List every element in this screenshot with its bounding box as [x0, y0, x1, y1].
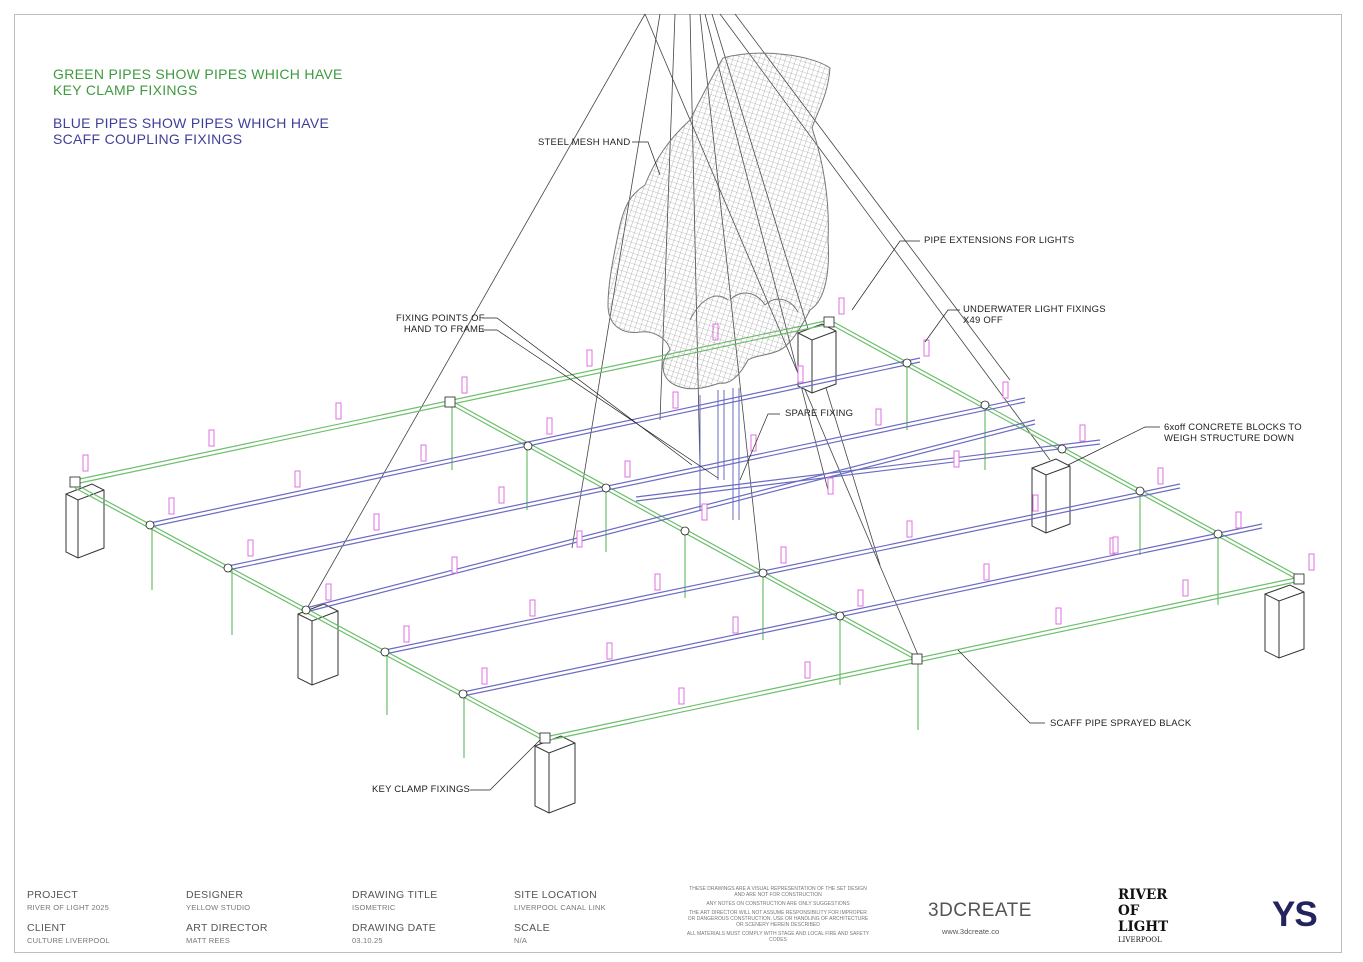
blue-note-line-2: SCAFF COUPLING FIXINGS: [53, 131, 243, 147]
tb-designer-label: DESIGNER: [186, 889, 244, 901]
tb-drawing-date-label: DRAWING DATE: [352, 922, 437, 934]
callout-fixing-points: FIXING POINTS OF HAND TO FRAME: [396, 313, 485, 335]
tb-art-director-label: ART DIRECTOR: [186, 922, 268, 934]
concrete-block-5: [1031, 458, 1071, 534]
callout-fixing-points-line-1: FIXING POINTS OF: [396, 313, 485, 324]
3dcreate-url: www.3dcreate.co: [942, 927, 1000, 936]
drawing-sheet-border: [14, 14, 1342, 953]
tb-client-value: CULTURE LIVERPOOL: [27, 936, 110, 945]
tb-client: CLIENT CULTURE LIVERPOOL: [27, 922, 110, 945]
disclaimer: THESE DRAWINGS ARE A VISUAL REPRESENTATI…: [686, 886, 870, 946]
callout-concrete-blocks: 6xoff CONCRETE BLOCKS TO WEIGH STRUCTURE…: [1164, 422, 1302, 444]
callout-spare-fixing: SPARE FIXING: [785, 408, 854, 419]
callout-key-clamp: KEY CLAMP FIXINGS: [372, 784, 471, 795]
callout-underwater-lights-line-1: UNDERWATER LIGHT FIXINGS: [963, 304, 1106, 315]
tb-client-label: CLIENT: [27, 922, 67, 934]
rol-word-3: LIGHT: [1118, 919, 1169, 935]
callout-concrete-blocks-line-1: 6xoff CONCRETE BLOCKS TO: [1164, 422, 1302, 433]
blue-pipes-note: BLUE PIPES SHOW PIPES WHICH HAVE SCAFF C…: [53, 115, 329, 147]
rol-word-2: OF: [1118, 903, 1140, 919]
disclaimer-line-3: THE ART DIRECTOR WILL NOT ASSUME RESPONS…: [687, 910, 869, 928]
callout-steel-mesh-hand: STEEL MESH HAND: [538, 137, 631, 148]
tb-site-location-value: LIVERPOOL CANAL LINK: [514, 903, 606, 912]
tb-drawing-title: DRAWING TITLE ISOMETRIC: [352, 889, 438, 912]
tb-scale-value: N/A: [514, 936, 528, 945]
tb-scale-label: SCALE: [514, 922, 550, 934]
tb-designer: DESIGNER YELLOW STUDIO: [186, 889, 250, 912]
callout-fixing-points-line-2: HAND TO FRAME: [403, 324, 485, 335]
tb-site-location: SITE LOCATION LIVERPOOL CANAL LINK: [514, 889, 606, 912]
concrete-block-3: [534, 735, 576, 814]
concrete-block-2: [297, 603, 339, 686]
tb-designer-value: YELLOW STUDIO: [186, 903, 251, 912]
tb-project-value: RIVER OF LIGHT 2025: [27, 903, 110, 912]
ys-logo: YS: [1272, 895, 1318, 934]
steel-mesh-hand: [607, 52, 831, 390]
concrete-block-1: [65, 483, 105, 559]
green-note-line-2: KEY CLAMP FIXINGS: [53, 82, 198, 98]
tb-drawing-title-label: DRAWING TITLE: [352, 889, 438, 901]
rol-city: LIVERPOOL: [1118, 936, 1162, 944]
tb-art-director-value: MATT REES: [186, 936, 231, 945]
disclaimer-line-1: THESE DRAWINGS ARE A VISUAL REPRESENTATI…: [689, 886, 867, 898]
river-of-light-logo: RIVER OF LIGHT LIVERPOOL: [1118, 887, 1168, 944]
callout-underwater-lights: UNDERWATER LIGHT FIXINGS X49 OFF: [963, 304, 1106, 326]
concrete-block-4: [797, 323, 837, 394]
underwater-light-fixings: [82, 297, 1315, 705]
concrete-block-6: [1264, 584, 1305, 659]
callout-underwater-lights-line-2: X49 OFF: [963, 315, 1003, 326]
clamps: [69, 316, 1305, 744]
tb-project-label: PROJECT: [27, 889, 79, 901]
3dcreate-logo: 3DCREATE: [928, 900, 1032, 921]
rol-word-1: RIVER: [1118, 887, 1168, 903]
tb-scale: SCALE N/A: [514, 922, 550, 945]
concrete-blocks: [65, 323, 1305, 814]
callout-concrete-blocks-line-2: WEIGH STRUCTURE DOWN: [1164, 433, 1295, 444]
tb-drawing-date: DRAWING DATE 03.10.25: [352, 922, 436, 945]
hand-fixing-posts: [699, 388, 740, 520]
leader-lines: [470, 141, 1160, 791]
tb-project: PROJECT RIVER OF LIGHT 2025: [27, 889, 109, 912]
scaff-coupling-pipes: [149, 357, 1263, 697]
callout-scaff-pipe: SCAFF PIPE SPRAYED BLACK: [1050, 718, 1192, 729]
callout-pipe-extensions: PIPE EXTENSIONS FOR LIGHTS: [924, 235, 1075, 246]
tb-drawing-date-value: 03.10.25: [352, 936, 383, 945]
blue-note-line-1: BLUE PIPES SHOW PIPES WHICH HAVE: [53, 115, 330, 131]
green-note-line-1: GREEN PIPES SHOW PIPES WHICH HAVE: [53, 66, 343, 82]
tb-art-director: ART DIRECTOR MATT REES: [186, 922, 268, 945]
tb-site-location-label: SITE LOCATION: [514, 889, 598, 901]
disclaimer-line-4: ALL MATERIALS MUST COMPLY WITH STAGE AND…: [686, 931, 870, 943]
green-pipes-note: GREEN PIPES SHOW PIPES WHICH HAVE KEY CL…: [53, 66, 343, 98]
tb-drawing-title-value: ISOMETRIC: [352, 903, 396, 912]
disclaimer-line-2: ANY NOTES ON CONSTRUCTION ARE ONLY SUGGE…: [706, 901, 850, 907]
